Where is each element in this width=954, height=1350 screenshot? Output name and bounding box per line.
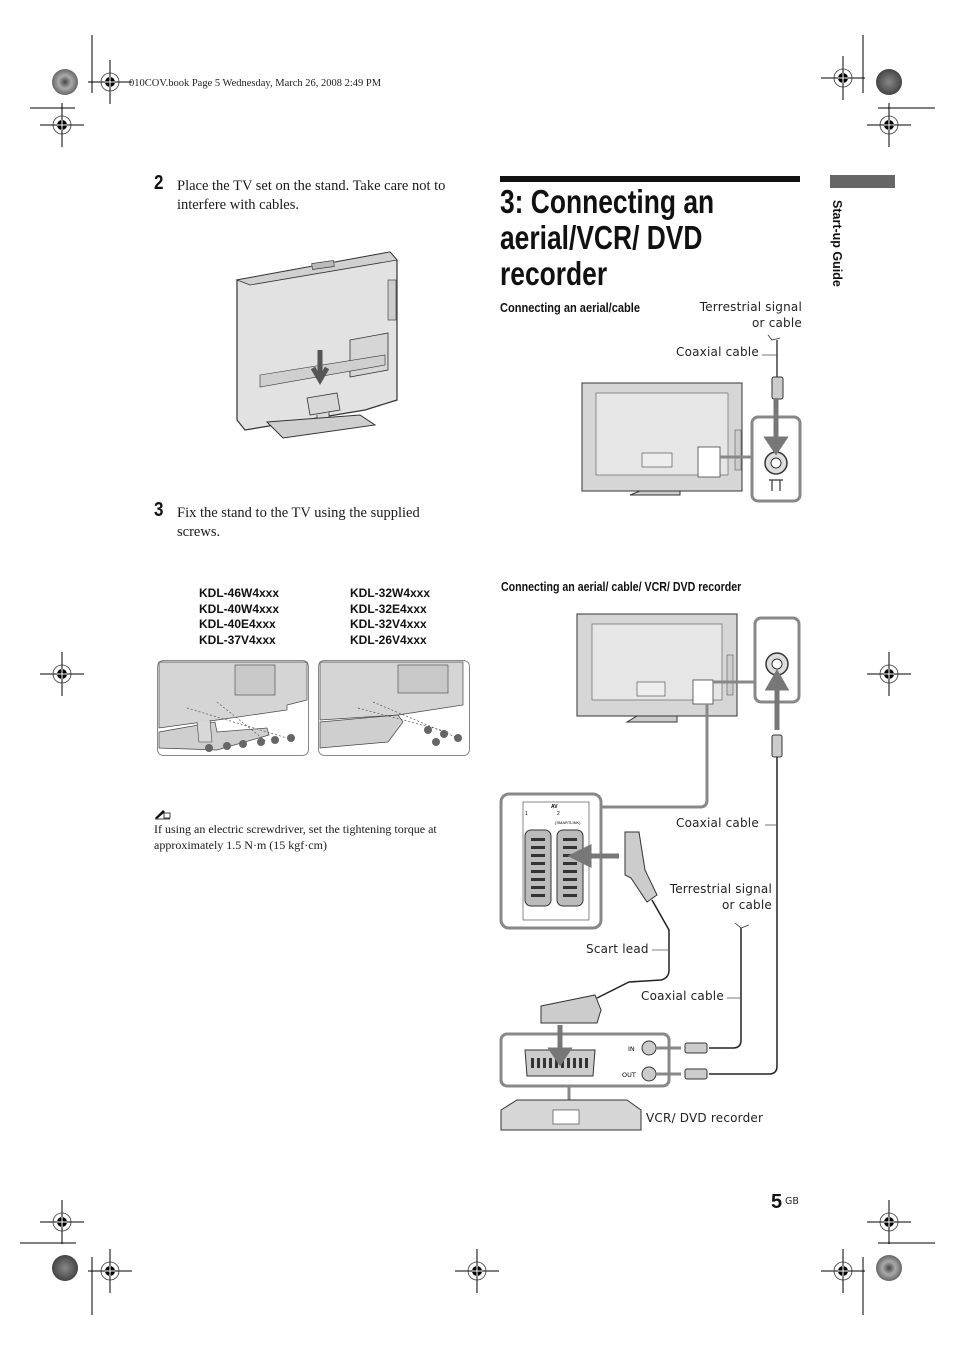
- crop-mark-mid-right: [866, 651, 912, 697]
- terrestrial-signal-label-2: Terrestrial signal or cable: [650, 881, 772, 913]
- crop-mark-bottom-center: [454, 1248, 500, 1294]
- models-list-right: KDL-32W4xxx KDL-32E4xxx KDL-32V4xxx KDL-…: [350, 586, 430, 648]
- section-tab-bar: [830, 175, 895, 188]
- crop-mark-top-right: [820, 35, 935, 148]
- step-3-text: Fix the stand to the TV using the suppli…: [177, 505, 420, 540]
- terrestrial-signal-label: Terrestrial signal or cable: [680, 299, 802, 331]
- section-title: 3: Connecting an aerial/VCR/ DVD recorde…: [500, 183, 715, 292]
- vcr-dvd-recorder-label: VCR/ DVD recorder: [646, 1111, 764, 1125]
- out-port-icon: [641, 1066, 657, 1082]
- in-label: IN: [628, 1045, 635, 1053]
- coaxial-cable-label-2: Coaxial cable: [641, 989, 724, 1003]
- model-name: KDL-40E4xxx: [199, 617, 276, 631]
- coaxial-plug-icon: [771, 734, 783, 758]
- av-label: AV: [551, 804, 558, 810]
- terrestrial-line-2: or cable: [722, 898, 772, 912]
- page-number: 5: [771, 1191, 783, 1213]
- scart-lead-label: Scart lead: [586, 942, 649, 956]
- crop-mark-bottom-left: [20, 1199, 133, 1315]
- screw-illustration-large-models: [157, 660, 309, 756]
- tv-on-stand-illustration: [235, 251, 398, 439]
- terrestrial-line-1: Terrestrial signal: [669, 882, 772, 896]
- screw-illustration-small-models: [318, 660, 470, 756]
- model-name: KDL-46W4xxx: [199, 586, 280, 600]
- note-pencil-icon: [155, 810, 171, 820]
- crop-mark-mid-left: [39, 651, 85, 697]
- note-text: If using an electric screwdriver, set th…: [154, 822, 437, 852]
- title-rule: [500, 176, 800, 182]
- section-1-heading: Connecting an aerial/cable: [500, 300, 641, 315]
- vcr-connection-diagram: AV 1 2 (SMARTLINK) IN OUT: [499, 613, 801, 1131]
- model-name: KDL-32V4xxx: [350, 617, 427, 631]
- av1-label: 1: [525, 811, 528, 817]
- coaxial-cable-label-1: Coaxial cable: [676, 816, 759, 830]
- av2-label: 2: [557, 811, 560, 817]
- step-2-number: 2: [154, 172, 164, 194]
- color-target-icon: [52, 69, 78, 95]
- step-2-text: Place the TV set on the stand. Take care…: [177, 178, 446, 213]
- color-target-icon: [876, 1255, 902, 1281]
- coaxial-plug-icon: [771, 376, 784, 400]
- crop-mark-bottom-right: [820, 1199, 935, 1315]
- model-name: KDL-32W4xxx: [350, 586, 431, 600]
- book-header: 010COV.book Page 5 Wednesday, March 26, …: [129, 78, 382, 89]
- in-port-icon: [641, 1040, 657, 1056]
- models-list-left: KDL-46W4xxx KDL-40W4xxx KDL-40E4xxx KDL-…: [199, 586, 279, 648]
- step-3-number: 3: [154, 499, 164, 521]
- coaxial-cable-label: Coaxial cable: [676, 345, 759, 359]
- model-name: KDL-26V4xxx: [350, 632, 427, 647]
- section-tab-label: Start-up Guide: [830, 200, 844, 287]
- model-name: KDL-37V4xxx: [199, 632, 276, 647]
- aerial-connection-diagram: [581, 334, 802, 503]
- page-number-suffix: GB: [785, 1196, 799, 1207]
- smartlink-label: (SMARTLINK): [555, 820, 581, 825]
- color-target-icon: [876, 69, 902, 95]
- out-label: OUT: [622, 1071, 636, 1079]
- terrestrial-line-1: Terrestrial signal: [699, 300, 802, 314]
- model-name: KDL-40W4xxx: [199, 601, 280, 616]
- color-target-icon: [52, 1255, 78, 1281]
- model-name: KDL-32E4xxx: [350, 601, 427, 616]
- crop-mark-top-left: [30, 35, 133, 148]
- section-2-heading: Connecting an aerial/ cable/ VCR/ DVD re…: [501, 580, 742, 594]
- terrestrial-line-2: or cable: [752, 316, 802, 330]
